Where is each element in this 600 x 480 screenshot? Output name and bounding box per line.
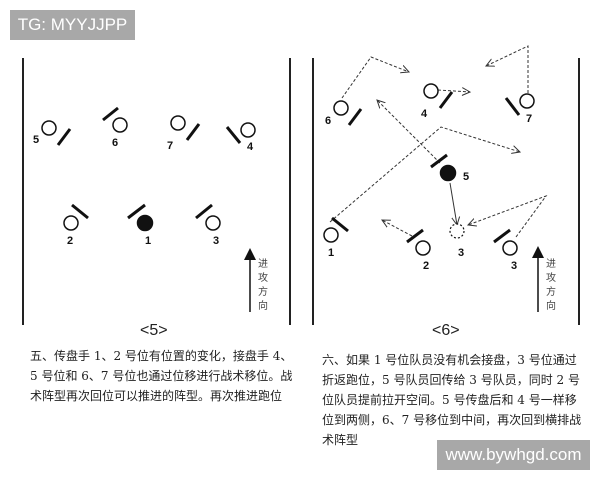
watermark-top: TG: MYYJJPP <box>10 10 135 40</box>
svg-text:向: 向 <box>258 299 268 312</box>
path-player-3 <box>468 194 548 238</box>
player-2: 2 <box>406 228 431 272</box>
pass-line <box>449 182 457 225</box>
svg-text:7: 7 <box>167 140 173 152</box>
diagram-6: 6 4 7 5 1 2 <box>312 45 580 325</box>
attack-direction-indicator: 进 攻 方 向 <box>244 248 268 312</box>
player-7: 7 <box>504 93 535 125</box>
player-5: 5 <box>33 120 72 146</box>
path-player-1 <box>329 126 520 223</box>
player-6: 6 <box>325 100 363 127</box>
svg-text:2: 2 <box>423 260 429 272</box>
path-player-6 <box>341 56 409 99</box>
player-4: 4 <box>225 122 256 153</box>
svg-text:方: 方 <box>258 285 268 298</box>
player-3-target: 3 <box>449 223 465 259</box>
svg-text:4: 4 <box>421 108 428 120</box>
movement-paths <box>329 45 548 238</box>
svg-text:1: 1 <box>145 235 151 247</box>
watermark-bottom: www.bywhgd.com <box>437 440 590 470</box>
svg-text:7: 7 <box>526 113 532 125</box>
svg-text:6: 6 <box>112 137 118 149</box>
svg-text:攻: 攻 <box>258 271 268 284</box>
player-5: 5 <box>430 153 469 183</box>
player-4: 4 <box>421 83 454 120</box>
svg-text:3: 3 <box>213 235 219 247</box>
svg-text:向: 向 <box>546 299 556 312</box>
caption-diagram-6: 六、如果 1 号位队员没有机会接盘，3 号位通过折返跑位，5 号队员回传给 3 … <box>322 353 582 447</box>
svg-text:2: 2 <box>67 235 73 247</box>
svg-text:6: 6 <box>325 115 331 127</box>
path-player-4 <box>437 90 470 92</box>
svg-text:3: 3 <box>458 247 464 259</box>
player-1: 1 <box>323 216 349 259</box>
player-3: 3 <box>195 203 221 247</box>
diagram-label-6: <6> <box>432 322 460 339</box>
diagram-label-5: <5> <box>140 322 168 339</box>
player-6: 6 <box>102 106 128 149</box>
svg-text:5: 5 <box>33 134 39 146</box>
player-3: 3 <box>493 228 518 272</box>
path-player-5 <box>377 100 441 164</box>
caption-diagram-5: 五、传盘手 1、2 号位有位置的变化，接盘手 4、5 号位和 6、7 号位也通过… <box>30 349 293 403</box>
path-player-7 <box>486 45 529 93</box>
svg-text:方: 方 <box>546 285 556 298</box>
svg-text:进: 进 <box>546 258 556 270</box>
svg-text:5: 5 <box>463 171 469 183</box>
path-player-2 <box>382 220 413 237</box>
player-2: 2 <box>63 203 89 247</box>
svg-text:进: 进 <box>258 258 268 270</box>
player-1: 1 <box>127 203 154 247</box>
player-7: 7 <box>167 115 201 152</box>
diagram-5: 5 6 7 4 2 1 <box>22 58 291 325</box>
svg-text:3: 3 <box>511 260 517 272</box>
svg-text:4: 4 <box>247 141 254 153</box>
watermark-bottom-text: www.bywhgd.com <box>445 445 582 464</box>
svg-text:1: 1 <box>328 247 334 259</box>
watermark-top-text: TG: MYYJJPP <box>17 15 128 34</box>
svg-text:攻: 攻 <box>546 271 556 284</box>
attack-direction-indicator: 进 攻 方 向 <box>532 246 556 312</box>
